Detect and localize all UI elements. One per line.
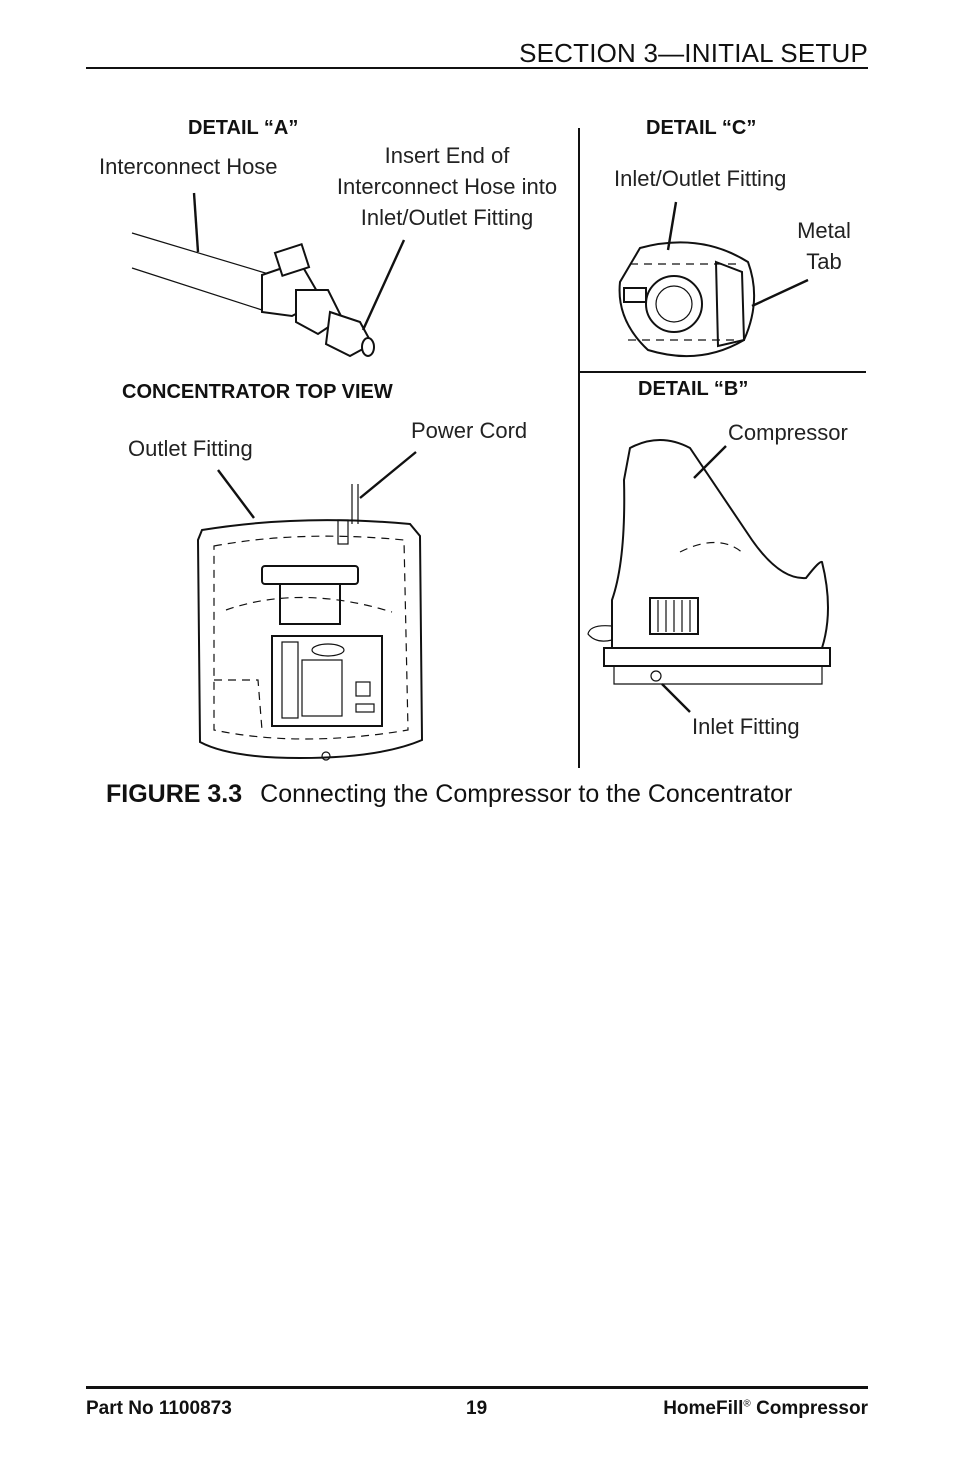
leader-power-cord xyxy=(359,451,417,499)
detail-b-title: DETAIL “B” xyxy=(638,378,749,400)
footer-product-brand: HomeFill xyxy=(663,1398,744,1419)
footer-page-number: 19 xyxy=(466,1398,488,1419)
leader-insert-end xyxy=(361,239,406,331)
metal-tab-label: Metal Tab xyxy=(786,215,862,277)
insert-end-label: Insert End of Interconnect Hose into Inl… xyxy=(322,140,572,233)
insert-end-label-line-2: Interconnect Hose into xyxy=(336,174,558,199)
figure-caption: FIGURE 3.3 Connecting the Compressor to t… xyxy=(106,780,792,809)
figure-caption-text: Connecting the Compressor to the Concent… xyxy=(260,780,793,808)
leader-inlet-outlet xyxy=(666,201,678,251)
detail-c-title: DETAIL “C” xyxy=(646,117,757,139)
leader-compressor xyxy=(693,445,727,479)
top-view-concentrator-illustration xyxy=(196,451,424,761)
detail-a-hose-illustration xyxy=(131,192,406,358)
outlet-fitting-label: Outlet Fitting xyxy=(128,436,253,461)
footer-rule xyxy=(86,1386,868,1389)
detail-c-fitting-illustration xyxy=(618,201,809,358)
inlet-fitting-label: Inlet Fitting xyxy=(692,714,800,739)
power-cord-label: Power Cord xyxy=(411,418,528,443)
detail-b-compressor-illustration xyxy=(587,439,831,713)
header-rule xyxy=(86,67,868,69)
section-title: SECTION 3—INITIAL SETUP xyxy=(519,38,868,68)
footer-product-name: HomeFill® Compressor xyxy=(663,1398,868,1420)
footer-part-number: Part No 1100873 xyxy=(86,1398,232,1419)
top-view-title: CONCENTRATOR TOP VIEW xyxy=(122,381,393,403)
inlet-outlet-fitting-label: Inlet/Outlet Fitting xyxy=(614,166,787,191)
leader-metal-tab xyxy=(751,278,809,308)
leader-outlet-fitting xyxy=(217,469,255,519)
figure-number: FIGURE 3.3 xyxy=(106,780,243,808)
detail-a-title: DETAIL “A” xyxy=(188,117,299,139)
leader-interconnect-hose xyxy=(192,192,200,253)
metal-tab-label-line-1: Metal xyxy=(797,218,851,243)
insert-end-label-line-1: Insert End of xyxy=(384,143,510,168)
metal-tab-label-line-2: Tab xyxy=(806,249,842,274)
leader-inlet-fitting xyxy=(661,683,691,713)
compressor-label: Compressor xyxy=(728,420,848,445)
registered-mark: ® xyxy=(743,1398,751,1410)
insert-end-label-line-3: Inlet/Outlet Fitting xyxy=(360,205,534,230)
footer-product-suffix: Compressor xyxy=(756,1398,868,1419)
interconnect-hose-label: Interconnect Hose xyxy=(99,154,278,179)
